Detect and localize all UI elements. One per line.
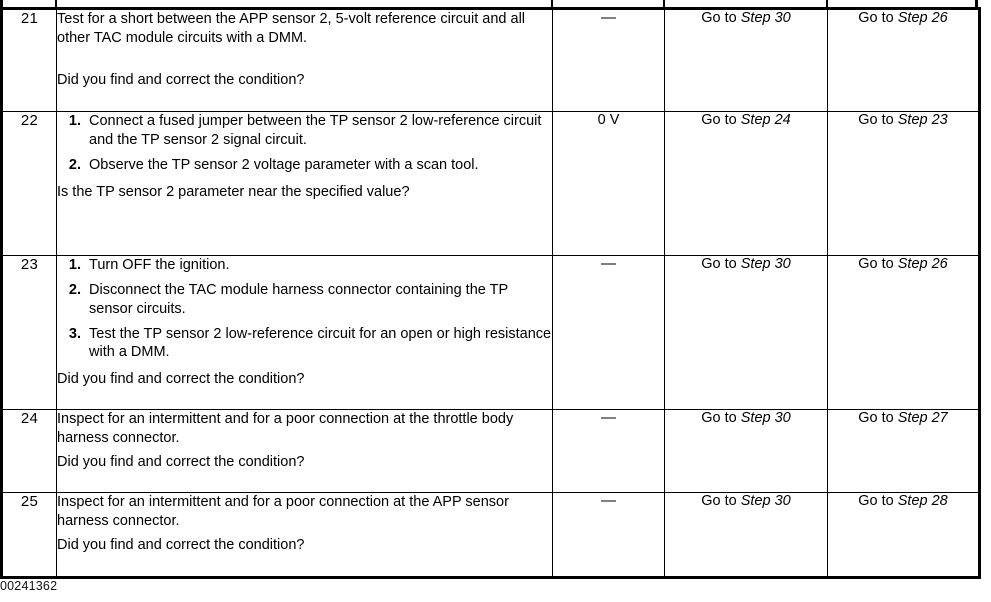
yes-branch-step: Step 24: [740, 112, 791, 128]
value-text: 0 V: [597, 112, 620, 128]
no-branch-cell: Go to Step 26: [827, 8, 980, 112]
sliver-divider-1: [55, 0, 57, 7]
step-number-cell: 23: [1, 255, 57, 410]
action-cell: Test for a short between the APP sensor …: [56, 8, 553, 112]
yes-branch-prefix: Go to: [701, 10, 741, 26]
list-item: Test the TP sensor 2 low-reference circu…: [59, 325, 552, 361]
yes-branch-cell: Go to Step 24: [664, 111, 828, 256]
no-branch-cell: Go to Step 26: [827, 255, 980, 410]
no-branch-prefix: Go to: [858, 256, 898, 272]
diagnostic-step-table: 21 Test for a short between the APP sens…: [0, 7, 981, 579]
no-branch-prefix: Go to: [858, 10, 898, 26]
value-text: —: [601, 409, 616, 426]
no-branch-step: Step 26: [897, 10, 948, 26]
no-branch-step: Step 27: [897, 410, 948, 426]
yes-branch-prefix: Go to: [701, 112, 741, 128]
action-question: Did you find and correct the condition?: [57, 536, 305, 553]
value-cell: 0 V: [552, 111, 665, 256]
yes-branch-step: Step 30: [740, 256, 791, 272]
yes-branch-step: Step 30: [740, 410, 791, 426]
step-number: 23: [20, 256, 39, 273]
yes-branch-prefix: Go to: [701, 410, 741, 426]
sliver-divider-2: [551, 0, 553, 7]
spacer: [57, 362, 552, 370]
yes-branch-cell: Go to Step 30: [664, 492, 828, 578]
spacer: [57, 48, 552, 71]
no-branch-prefix: Go to: [858, 112, 898, 128]
yes-branch-step: Step 30: [740, 493, 791, 509]
no-branch-prefix: Go to: [858, 493, 898, 509]
action-question: Is the TP sensor 2 parameter near the sp…: [57, 183, 410, 200]
action-paragraph: Test for a short between the APP sensor …: [57, 11, 526, 46]
spacer: [57, 175, 552, 183]
no-branch-step: Step 26: [897, 256, 948, 272]
table-row: 24 Inspect for an intermittent and for a…: [1, 409, 980, 493]
table-row: 23 Turn OFF the ignition. Disconnect the…: [1, 255, 980, 410]
step-number: 24: [20, 410, 39, 427]
previous-row-sliver: [0, 0, 978, 7]
step-number: 25: [20, 493, 39, 510]
step-number-cell: 24: [1, 409, 57, 493]
table-row: 21 Test for a short between the APP sens…: [1, 8, 980, 112]
action-question: Did you find and correct the condition?: [57, 453, 305, 470]
action-item-list: Connect a fused jumper between the TP se…: [57, 112, 552, 175]
step-number-cell: 25: [1, 492, 57, 578]
no-branch-cell: Go to Step 27: [827, 409, 980, 493]
value-cell: —: [552, 255, 665, 410]
yes-branch-step: Step 30: [740, 10, 791, 26]
action-paragraph: Inspect for an intermittent and for a po…: [57, 411, 514, 446]
no-branch-step: Step 23: [897, 112, 948, 128]
sliver-divider-3: [663, 0, 665, 7]
step-number-cell: 21: [1, 8, 57, 112]
action-item-list: Turn OFF the ignition. Disconnect the TA…: [57, 256, 552, 362]
action-question: Did you find and correct the condition?: [57, 371, 305, 388]
action-question: Did you find and correct the condition?: [57, 71, 305, 88]
value-text: —: [601, 9, 616, 26]
action-cell: Inspect for an intermittent and for a po…: [56, 492, 553, 578]
list-item: Connect a fused jumper between the TP se…: [59, 112, 542, 148]
no-branch-prefix: Go to: [858, 410, 898, 426]
no-branch-cell: Go to Step 28: [827, 492, 980, 578]
list-item: Observe the TP sensor 2 voltage paramete…: [59, 156, 479, 175]
figure-id: 00241362: [0, 579, 58, 593]
list-item: Turn OFF the ignition.: [59, 256, 230, 275]
step-number: 22: [20, 112, 39, 129]
value-cell: —: [552, 8, 665, 112]
sliver-divider-4: [826, 0, 828, 7]
action-cell: Inspect for an intermittent and for a po…: [56, 409, 553, 493]
list-item: Disconnect the TAC module harness connec…: [59, 281, 508, 317]
table-row: 22 Connect a fused jumper between the TP…: [1, 111, 980, 256]
yes-branch-cell: Go to Step 30: [664, 409, 828, 493]
value-text: —: [601, 492, 616, 509]
yes-branch-cell: Go to Step 30: [664, 8, 828, 112]
no-branch-cell: Go to Step 23: [827, 111, 980, 256]
action-cell: Connect a fused jumper between the TP se…: [56, 111, 553, 256]
action-cell: Turn OFF the ignition. Disconnect the TA…: [56, 255, 553, 410]
table-row: 25 Inspect for an intermittent and for a…: [1, 492, 980, 578]
action-paragraph: Inspect for an intermittent and for a po…: [57, 494, 509, 529]
value-cell: —: [552, 492, 665, 578]
value-text: —: [601, 255, 616, 272]
step-number-cell: 22: [1, 111, 57, 256]
value-cell: —: [552, 409, 665, 493]
step-number: 21: [20, 10, 39, 27]
no-branch-step: Step 28: [897, 493, 948, 509]
yes-branch-cell: Go to Step 30: [664, 255, 828, 410]
yes-branch-prefix: Go to: [701, 256, 741, 272]
yes-branch-prefix: Go to: [701, 493, 741, 509]
